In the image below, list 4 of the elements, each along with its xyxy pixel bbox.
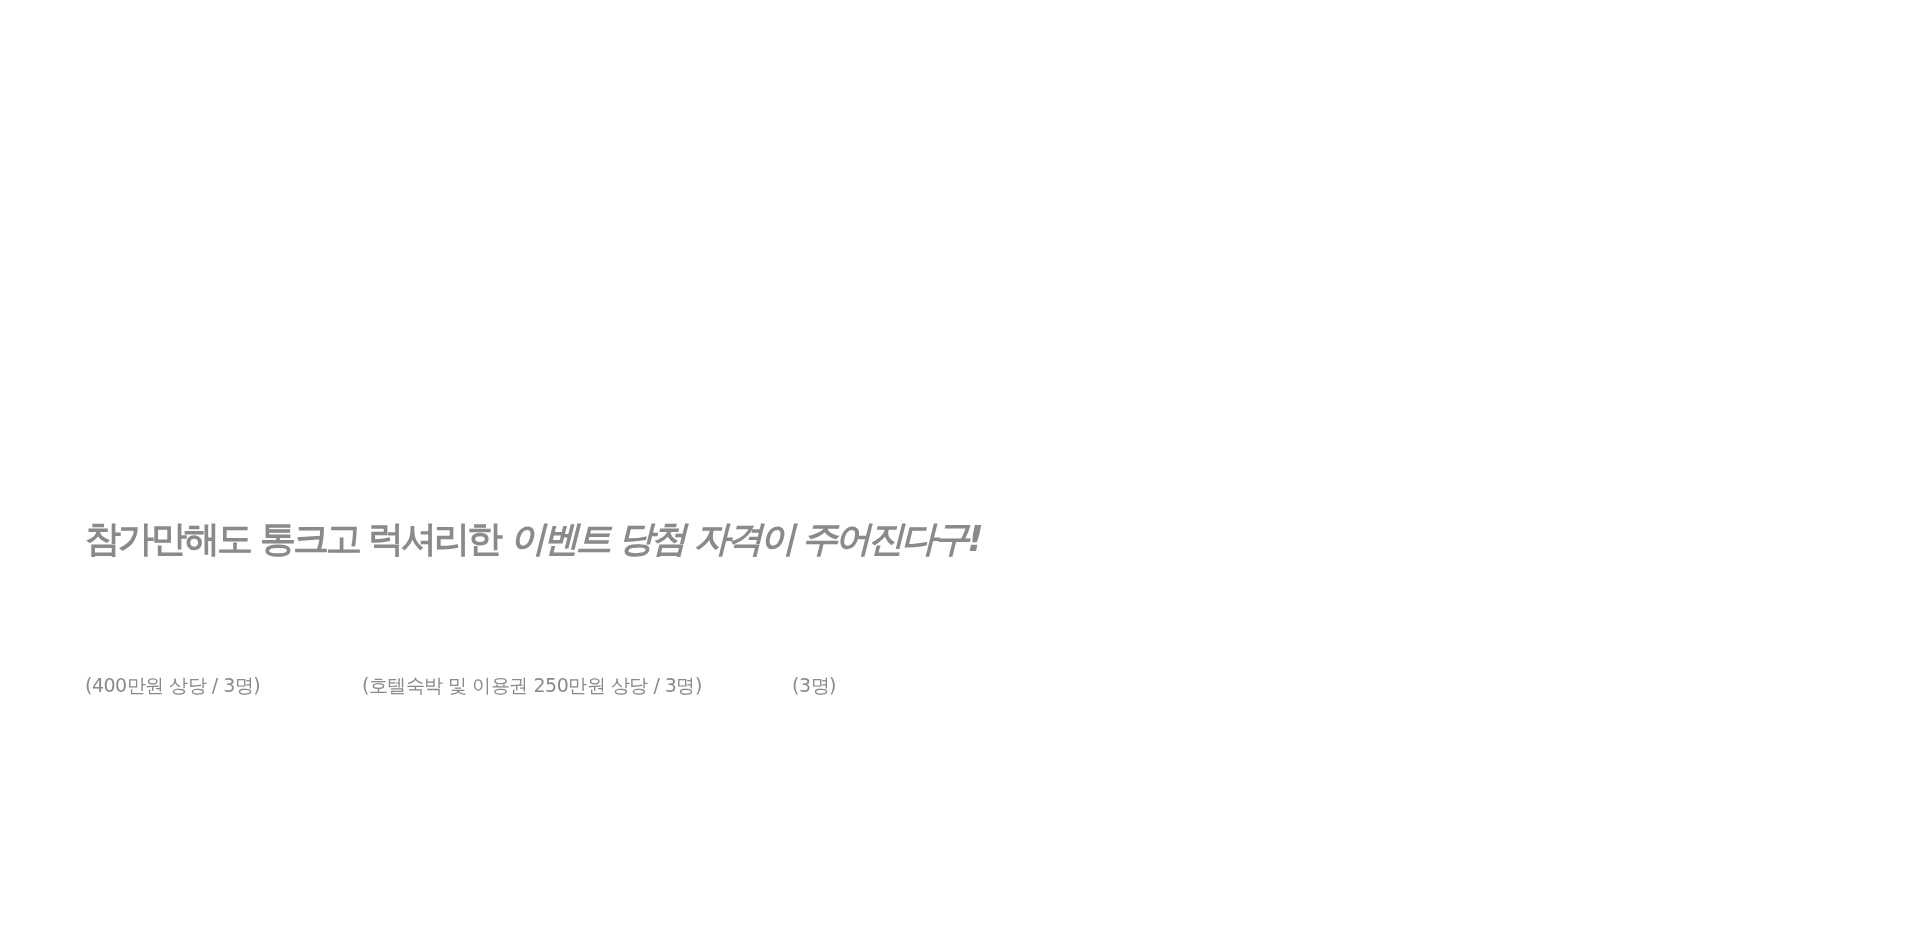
headline: 참가만해도 통크고 럭셔리한 이벤트 당첨 자격이 주어진다구!	[85, 517, 981, 561]
prize-note: (호텔숙박 및 이용권 250만원 상당 / 3명)	[362, 673, 702, 698]
prize-note: (3명)	[792, 673, 836, 698]
prize-note: (400만원 상당 / 3명)	[85, 673, 261, 698]
